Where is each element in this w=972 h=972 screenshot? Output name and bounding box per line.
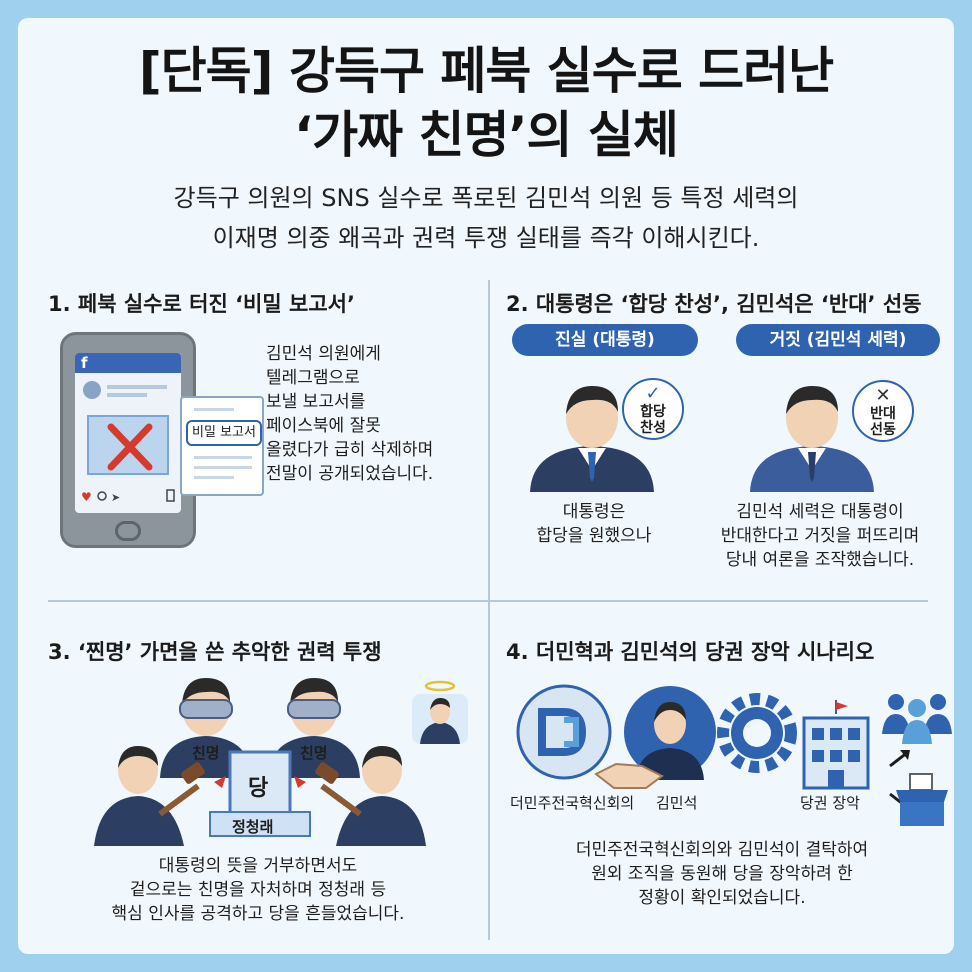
doc-line: [194, 456, 252, 459]
ballot-box-icon: [894, 772, 950, 828]
subtitle-line-2: 이재명 의중 왜곡과 권력 투쟁 실태를 즉각 이해시킨다.: [18, 226, 954, 250]
bubble-text: 선동: [854, 422, 912, 438]
bubble-text: 합당: [624, 404, 682, 420]
section4-title: 4. 더민혁과 김민석의 당권 장악 시나리오: [506, 636, 874, 666]
section2-line: 반대한다고 거짓을 퍼뜨리며: [698, 524, 942, 548]
bubble-text: 반대: [854, 406, 912, 422]
section1-body: 김민석 의원에게 텔레그램으로 보낼 보고서를 페이스북에 잘못 올렸다가 급히…: [266, 342, 476, 486]
party-hq-building-icon: [796, 700, 876, 790]
false-pill: 거짓 (김민석 세력): [736, 324, 940, 356]
svg-text:➤: ➤: [111, 491, 120, 504]
fighter-left-icon: [94, 736, 204, 846]
delete-x-icon: [89, 417, 171, 477]
phone-screen: f ♥ ➤: [75, 353, 181, 513]
section1-line: 페이스북에 잘못: [266, 414, 476, 438]
post-text-line: [107, 385, 167, 389]
doc-line: [194, 466, 252, 469]
doc-line: [194, 408, 234, 411]
secret-report-document: 비밀 보고서: [180, 396, 264, 496]
bubble-text: 찬성: [624, 420, 682, 436]
section3-body: 대통령의 뜻을 거부하면서도 겉으로는 친명을 자처하며 정청래 등 핵심 인사…: [48, 854, 468, 926]
fighter-right-icon: [316, 736, 426, 846]
infographic-card: [단독] 강득구 페북 실수로 드러난 ‘가짜 친명’의 실체 강득구 의원의 …: [18, 18, 954, 954]
section3-line: 겉으로는 친명을 자처하며 정청래 등: [48, 878, 468, 902]
people-group-icon: [880, 690, 954, 744]
section1-line: 올렸다가 급히 삭제하며: [266, 438, 476, 462]
section1-title: 1. 페북 실수로 터진 ‘비밀 보고서’: [48, 288, 355, 318]
handshake-icon: [594, 754, 664, 794]
section1-line: 전말이 공개되었습니다.: [266, 462, 476, 486]
agree-bubble: ✓ 합당 찬성: [622, 378, 684, 440]
post-text-line: [107, 393, 147, 397]
section1-line: 김민석 의원에게: [266, 342, 476, 366]
target-label: 정청래: [232, 816, 273, 837]
profile-avatar-icon: [83, 381, 101, 399]
facebook-logo-icon: f: [75, 353, 181, 373]
control-label: 당권 장악: [800, 792, 860, 813]
section1-line: 텔레그램으로: [266, 366, 476, 390]
section2-line: 대통령은: [504, 500, 684, 524]
post-reaction-icons: ♥ ➤: [75, 487, 181, 507]
secret-report-label: 비밀 보고서: [186, 420, 262, 446]
section4-body: 더민주전국혁신회의와 김민석이 결탁하여 원외 조직을 동원해 당을 장악하려 …: [504, 838, 940, 910]
smartphone-illustration: f ♥ ➤: [60, 332, 196, 548]
deleted-post-image: [87, 415, 169, 475]
section2-line: 합당을 원했으나: [504, 524, 684, 548]
truth-pill: 진실 (대통령): [512, 324, 698, 356]
headline-line-2: ‘가짜 친명’의 실체: [18, 110, 954, 160]
headline-line-1: [단독] 강득구 페북 실수로 드러난: [18, 46, 954, 96]
doc-line: [194, 476, 234, 479]
vertical-divider: [488, 280, 490, 940]
section3-line: 핵심 인사를 공격하고 당을 흔들었습니다.: [48, 902, 468, 926]
oppose-bubble: ✕ 반대 선동: [852, 380, 914, 442]
section3-title: 3. ‘찐명’ 가면을 쓴 추악한 권력 투쟁: [48, 636, 382, 666]
org-label: 더민주전국혁신회의: [510, 792, 634, 813]
section4-line: 정황이 확인되었습니다.: [504, 886, 940, 910]
party-label: 당: [248, 770, 268, 802]
check-icon: ✓: [624, 380, 682, 404]
section2-line: 당내 여론을 조작했습니다.: [698, 548, 942, 572]
section4-line: 원외 조직을 동원해 당을 장악하려 한: [504, 862, 940, 886]
svg-text:♥: ♥: [81, 490, 92, 504]
person-label: 김민석: [656, 792, 697, 813]
section2-title: 2. 대통령은 ‘합당 찬성’, 김민석은 ‘반대’ 선동: [506, 288, 921, 318]
section4-line: 더민주전국혁신회의와 김민석이 결탁하여: [504, 838, 940, 862]
x-icon: ✕: [854, 382, 912, 406]
section1-line: 보낼 보고서를: [266, 390, 476, 414]
phone-home-button: [115, 521, 141, 541]
section2-line: 김민석 세력은 대통령이: [698, 500, 942, 524]
section3-line: 대통령의 뜻을 거부하면서도: [48, 854, 468, 878]
gear-icon: [712, 688, 802, 778]
subtitle-line-1: 강득구 의원의 SNS 실수로 폭로된 김민석 의원 등 특정 세력의: [18, 186, 954, 210]
section2-left-text: 대통령은 합당을 원했으나: [504, 500, 684, 548]
section2-right-text: 김민석 세력은 대통령이 반대한다고 거짓을 퍼뜨리며 당내 여론을 조작했습니…: [698, 500, 942, 572]
